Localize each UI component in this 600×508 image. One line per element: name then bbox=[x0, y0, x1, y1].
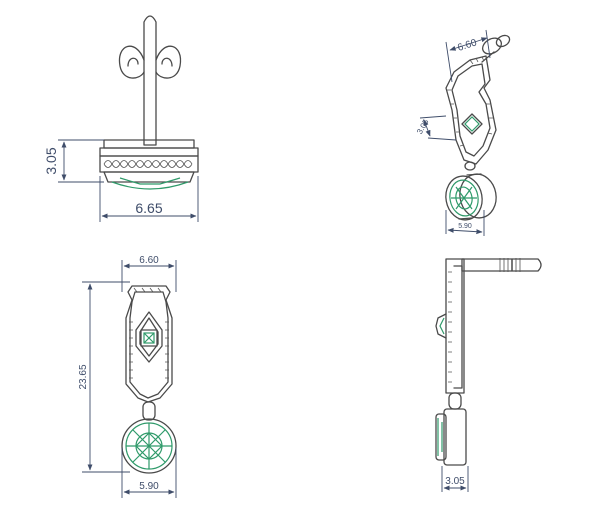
side-width-label: 6.65 bbox=[135, 200, 162, 216]
iso-width-label: 6.60 bbox=[456, 37, 478, 54]
front-width-label: 6.60 bbox=[139, 255, 159, 266]
profile-depth-label: 3.05 bbox=[445, 476, 465, 487]
profile-view: 3.05 bbox=[435, 258, 542, 492]
side-view: 3.05 6.65 bbox=[43, 15, 199, 222]
iso-gem-label: 5.90 bbox=[458, 223, 472, 230]
front-view: 6.60 23.65 5.90 bbox=[78, 255, 177, 498]
front-length-label: 23.65 bbox=[78, 364, 89, 389]
iso-view: 6.60 3.05 5.90 bbox=[415, 29, 511, 236]
side-height-label: 3.05 bbox=[43, 147, 59, 174]
front-gem-label: 5.90 bbox=[139, 481, 159, 492]
